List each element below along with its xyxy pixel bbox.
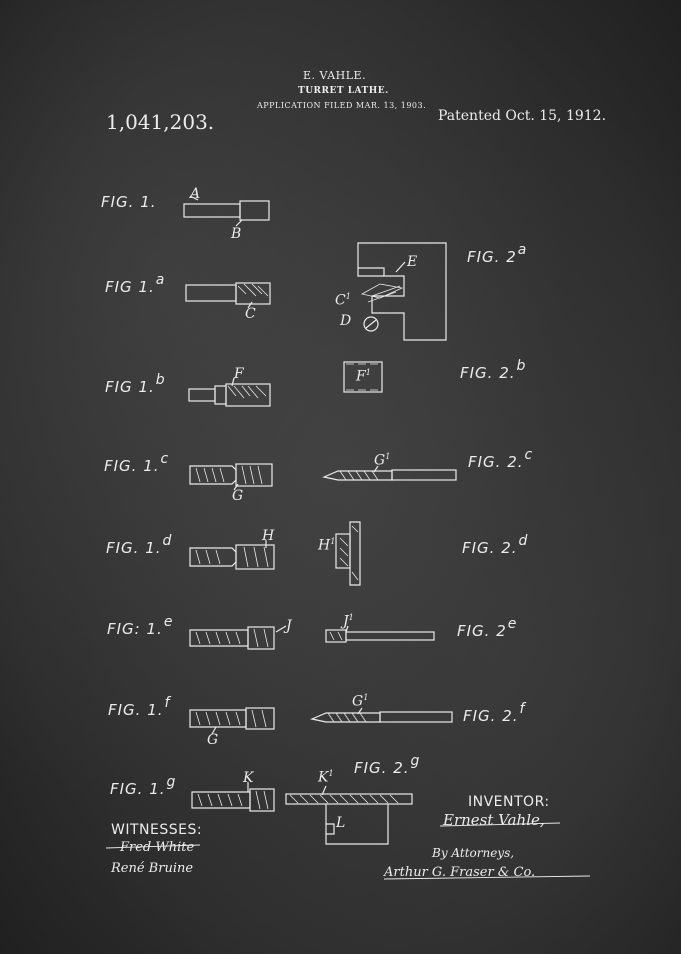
fig-1d-label: FIG. 1.d — [106, 533, 173, 557]
ref-f: F — [234, 366, 244, 382]
ref-k: K — [243, 770, 254, 786]
fig-2f-drawing — [310, 707, 453, 723]
ref-e: E — [407, 254, 418, 270]
fig-1g-drawing — [191, 782, 275, 812]
fig-2b-label: FIG. 2.b — [460, 358, 527, 382]
by-attorneys: By Attorneys, — [432, 846, 515, 860]
fig-2e-label: FIG. 2e — [457, 616, 518, 640]
fig-1c-drawing — [189, 463, 273, 491]
fig-2g-label: FIG. 2.g — [354, 753, 421, 777]
ref-j1: J1 — [343, 613, 354, 630]
witness-1-signature: Fred White — [120, 840, 195, 855]
ref-j: J — [286, 618, 292, 634]
ref-k1: K1 — [318, 769, 334, 786]
fig-2d-label: FIG. 2.d — [462, 533, 529, 557]
ref-b: B — [231, 226, 242, 242]
fig-1g-label: FIG. 1.g — [110, 774, 177, 798]
header-inventor: E. VAHLE. — [303, 69, 367, 82]
ref-h1: H1 — [318, 537, 336, 554]
attorney-underline — [383, 875, 591, 880]
ref-h: H — [262, 528, 275, 544]
fig-2a-label: FIG. 2a — [467, 242, 528, 266]
fig-2g-drawing — [285, 785, 413, 845]
witness-underline — [105, 844, 201, 849]
patent-number: 1,041,203. — [106, 110, 215, 134]
fig-1e-drawing — [189, 625, 287, 650]
fig-2b-drawing — [343, 361, 383, 393]
fig-1f-label: FIG. 1.f — [108, 695, 171, 719]
fig-1b-label: FIG 1.b — [105, 372, 166, 396]
attorney-signature: Arthur G. Fraser & Co. — [384, 865, 536, 880]
fig-2f-label: FIG. 2.f — [463, 701, 526, 725]
ref-d: D — [340, 313, 352, 329]
fig-2a-drawing — [357, 242, 447, 341]
fig-2d-drawing — [335, 521, 361, 586]
ref-g1: G1 — [374, 452, 391, 469]
fig-1f-drawing — [189, 707, 275, 735]
ref-l: L — [336, 815, 346, 831]
witnesses-label: WITNESSES: — [111, 822, 203, 838]
fig-2e-drawing — [325, 625, 435, 643]
ref-c: C — [245, 306, 256, 322]
ref-a: A — [190, 186, 201, 202]
fig-1c-label: FIG. 1.c — [104, 451, 170, 475]
patented-date: Patented Oct. 15, 1912. — [438, 108, 607, 124]
header-application: APPLICATION FILED MAR. 13, 1903. — [257, 101, 427, 110]
fig-1d-drawing — [189, 540, 275, 570]
ref-g1-fig2f: G1 — [352, 693, 369, 710]
ref-f1: F1 — [356, 368, 371, 385]
header-title: TURRET LATHE. — [298, 86, 389, 96]
fig-2c-drawing — [322, 465, 457, 481]
ref-g: G — [232, 488, 244, 504]
ref-c1: C1 — [335, 292, 351, 309]
fig-1b-drawing — [188, 377, 271, 407]
fig-1a-drawing — [185, 282, 271, 309]
ref-g-fig1f: G — [207, 732, 219, 748]
fig-1-label: FIG. 1. — [101, 193, 157, 211]
inventor-label: INVENTOR: — [468, 794, 550, 810]
fig-1e-label: FIG: 1.e — [107, 614, 174, 638]
inventor-underline — [439, 822, 561, 827]
witness-2-signature: René Bruine — [111, 861, 194, 876]
inventor-signature: Ernest Vahle, — [443, 811, 545, 829]
fig-1-drawing — [183, 195, 270, 227]
fig-2c-label: FIG. 2.c — [468, 447, 534, 471]
fig-1a-label: FIG 1.a — [105, 272, 166, 296]
